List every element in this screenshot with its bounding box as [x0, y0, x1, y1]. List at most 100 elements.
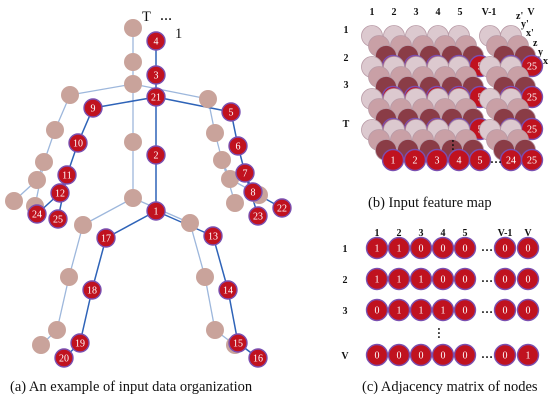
fm-col-header: 5 [458, 7, 463, 18]
adj-cell-value: 0 [526, 244, 531, 255]
joint-label-24: 24 [32, 210, 42, 221]
adj-cell-value: 0 [441, 275, 446, 286]
joint-7 [235, 163, 255, 183]
joint-label-16: 16 [253, 354, 263, 365]
fm-node [425, 148, 449, 172]
joint-8 [243, 182, 263, 202]
ghost-joint [124, 133, 142, 151]
ghost-joint [221, 170, 239, 188]
fm-axis-label: z [533, 38, 538, 49]
fm-node [381, 148, 405, 172]
joint-6 [228, 136, 248, 156]
joint-21 [146, 87, 166, 107]
joint-1 [146, 201, 166, 221]
adj-cell-value: 0 [441, 351, 446, 362]
joint-label-22: 22 [277, 204, 287, 215]
adj-cell-value: 1 [397, 275, 402, 286]
adj-cell [387, 236, 411, 260]
feature-map-body: 123452425…123452425…123452425…123452425…… [361, 25, 544, 172]
adj-cell [516, 236, 540, 260]
ghost-joint [206, 321, 224, 339]
ghost-joint [74, 216, 92, 234]
adj-col-header: 5 [463, 228, 468, 239]
fm-vertical-ellipsis: … [449, 139, 463, 151]
adj-row-ellipsis: … [481, 240, 493, 254]
adj-cell [453, 343, 477, 367]
adj-cell [493, 298, 517, 322]
adj-cell [409, 298, 433, 322]
joint-label-8: 8 [251, 188, 256, 199]
joint-25 [48, 209, 68, 229]
fm-col-header: V [527, 7, 535, 18]
fm-col-header: 1 [370, 7, 375, 18]
joint-label-10: 10 [73, 139, 83, 150]
adj-row-header: 3 [343, 306, 348, 317]
joint-15 [228, 333, 248, 353]
ghost-joint [124, 53, 142, 71]
fm-axis-label: x' [526, 28, 534, 39]
joint-24 [27, 204, 47, 224]
adj-row-header: V [341, 351, 349, 362]
ghost-joint [48, 321, 66, 339]
ghost-joint [28, 171, 46, 189]
caption-b: (b) Input feature map [368, 195, 492, 211]
fm-node-label: 5 [478, 156, 483, 167]
adj-cell [409, 343, 433, 367]
ellipsis-top: … [160, 9, 172, 23]
fm-axis-label: x [543, 56, 548, 67]
fm-node-label: 25 [527, 156, 537, 167]
ghost-joint [124, 19, 142, 37]
ghost-joint [199, 90, 217, 108]
one-label: 1 [175, 26, 182, 42]
joint-label-1: 1 [154, 207, 159, 218]
adj-cell-value: 0 [503, 306, 508, 317]
adj-col-header: 1 [375, 228, 380, 239]
adj-cell [431, 267, 455, 291]
adj-cell-value: 0 [463, 351, 468, 362]
joint-label-9: 9 [91, 104, 96, 115]
joint-label-14: 14 [223, 286, 233, 297]
adj-col-header: 2 [397, 228, 402, 239]
adj-cell [365, 298, 389, 322]
caption-a: (a) An example of input data organizatio… [10, 379, 253, 395]
adj-cell-value: 1 [375, 244, 380, 255]
fm-node-label: 25 [527, 125, 537, 136]
joint-label-19: 19 [75, 339, 85, 350]
adj-row-ellipsis: … [481, 347, 493, 361]
ghost-joint [32, 336, 50, 354]
adj-cell-value: 0 [375, 351, 380, 362]
adj-cell [365, 236, 389, 260]
ghost-bone [189, 222, 206, 278]
ghost-joint [124, 189, 142, 207]
adj-cell [431, 343, 455, 367]
joint-label-20: 20 [59, 354, 69, 365]
adj-cell [493, 236, 517, 260]
time-label: T [142, 9, 151, 25]
ghost-bone [56, 276, 70, 331]
adj-cell [431, 298, 455, 322]
ghost-bone [69, 83, 134, 96]
adj-cell-value: 0 [375, 306, 380, 317]
adj-cell-value: 1 [397, 244, 402, 255]
fm-node [520, 148, 544, 172]
ghost-joint [226, 194, 244, 212]
joint-2 [146, 145, 166, 165]
adj-cell [516, 343, 540, 367]
adj-cell-value: 0 [419, 351, 424, 362]
adj-cell-value: 0 [463, 275, 468, 286]
adj-cell-value: 0 [419, 244, 424, 255]
joint-label-17: 17 [101, 234, 111, 245]
adj-cell [516, 267, 540, 291]
adj-row-ellipsis: … [481, 302, 493, 316]
joint-12 [50, 183, 70, 203]
ghost-joint [35, 153, 53, 171]
adj-cell-value: 0 [503, 275, 508, 286]
adj-cell [409, 236, 433, 260]
joint-label-25: 25 [53, 215, 63, 226]
fm-node-label: 4 [457, 156, 462, 167]
adj-cell-value: 0 [463, 244, 468, 255]
